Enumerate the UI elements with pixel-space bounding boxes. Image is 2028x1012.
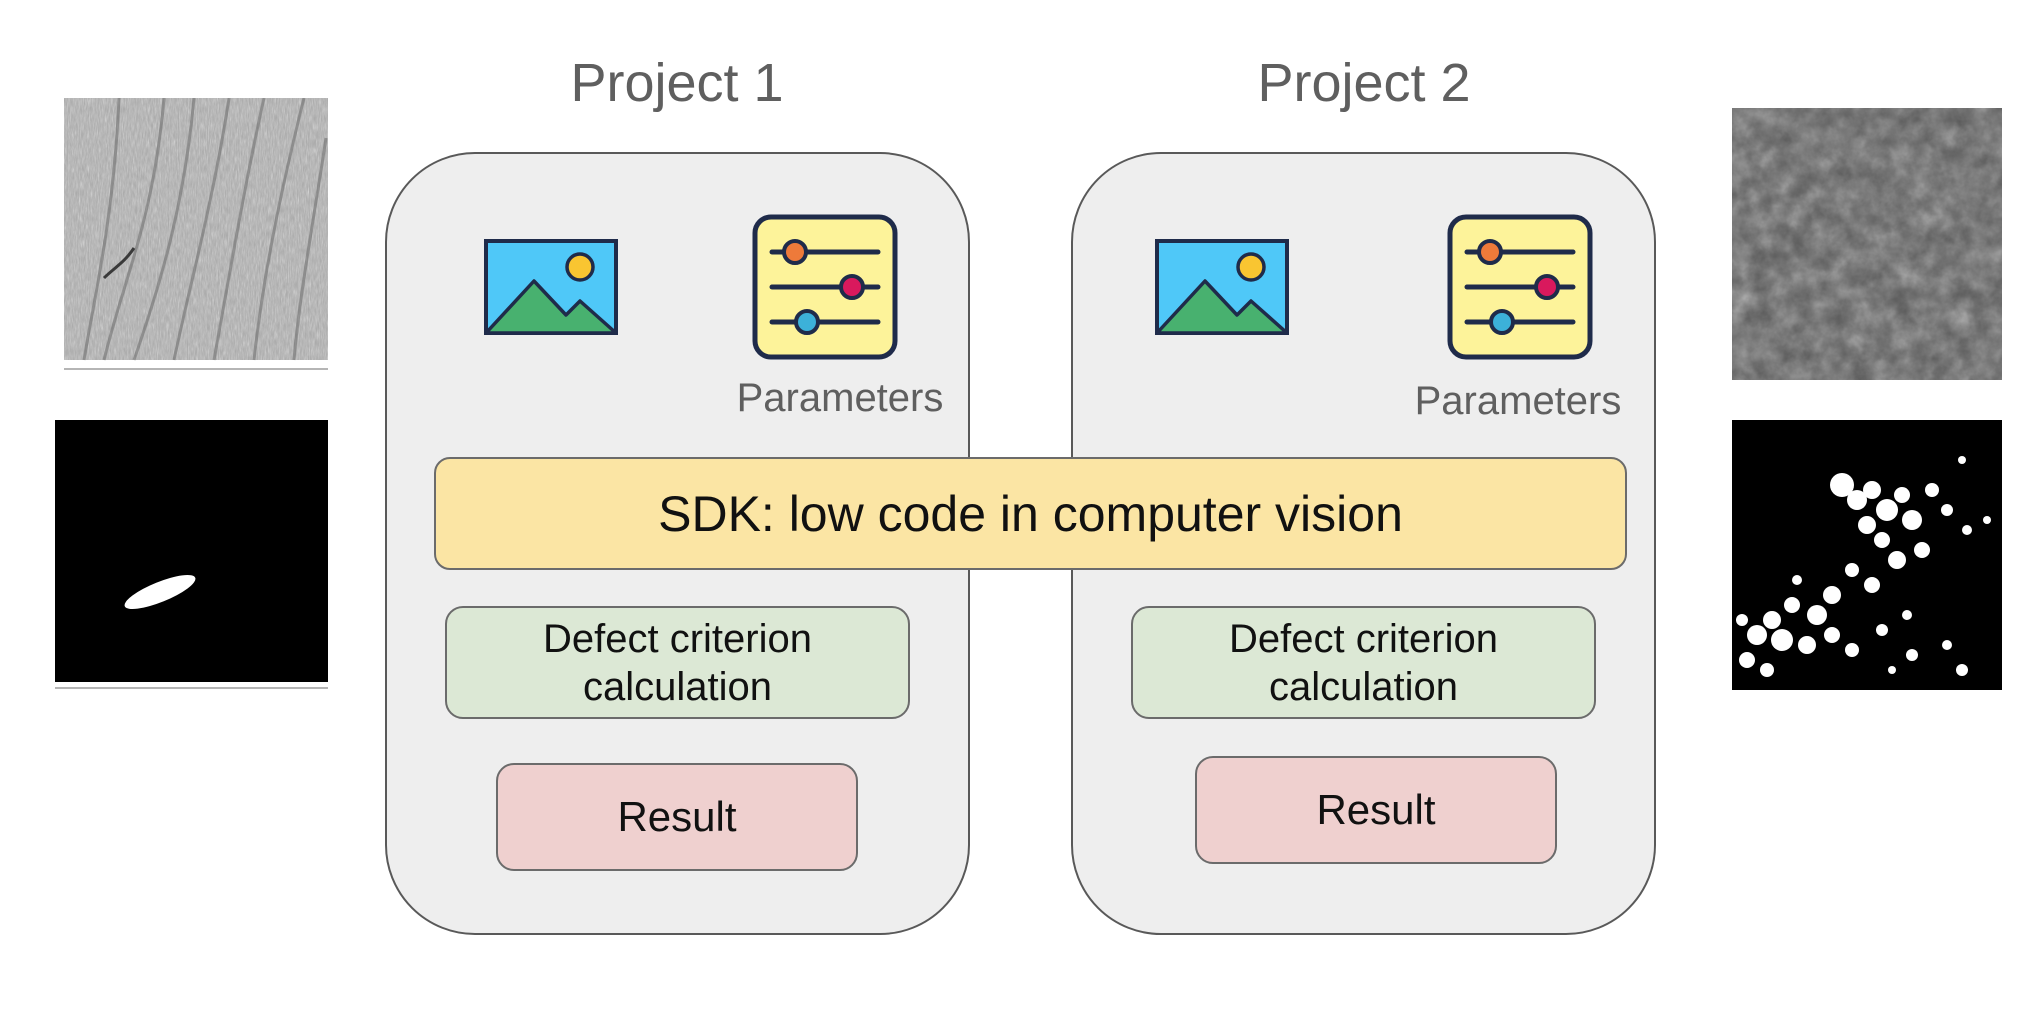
defect-criterion-line-2: calculation: [582, 664, 772, 709]
defect-criterion-line-1: Defect criterion: [543, 616, 812, 661]
project-1-parameters-label: Parameters: [736, 376, 944, 420]
project-2-result-box: Result: [1195, 756, 1557, 864]
sdk-banner: SDK: low code in computer vision: [434, 457, 1627, 570]
project-2-defect-criterion-box: Defect criterion calculation: [1131, 606, 1596, 719]
defect-criterion-line-1: Defect criterion: [1229, 616, 1498, 661]
project-2-parameters-label: Parameters: [1414, 379, 1622, 423]
project-1-title: Project 1: [570, 53, 784, 113]
image-icon: [1155, 239, 1289, 335]
defect-criterion-line-2: calculation: [1268, 664, 1458, 709]
image-icon: [484, 239, 618, 335]
project-2-title: Project 2: [1257, 53, 1471, 113]
sample-mask-image-1: [55, 420, 328, 689]
project-1-result-box: Result: [496, 763, 858, 871]
sample-input-image-1: [64, 98, 328, 370]
sliders-icon: [1447, 214, 1593, 360]
sliders-icon: [752, 214, 898, 360]
sample-input-image-2: [1732, 108, 2002, 380]
project-1-defect-criterion-box: Defect criterion calculation: [445, 606, 910, 719]
sample-mask-image-2: [1732, 420, 2002, 690]
